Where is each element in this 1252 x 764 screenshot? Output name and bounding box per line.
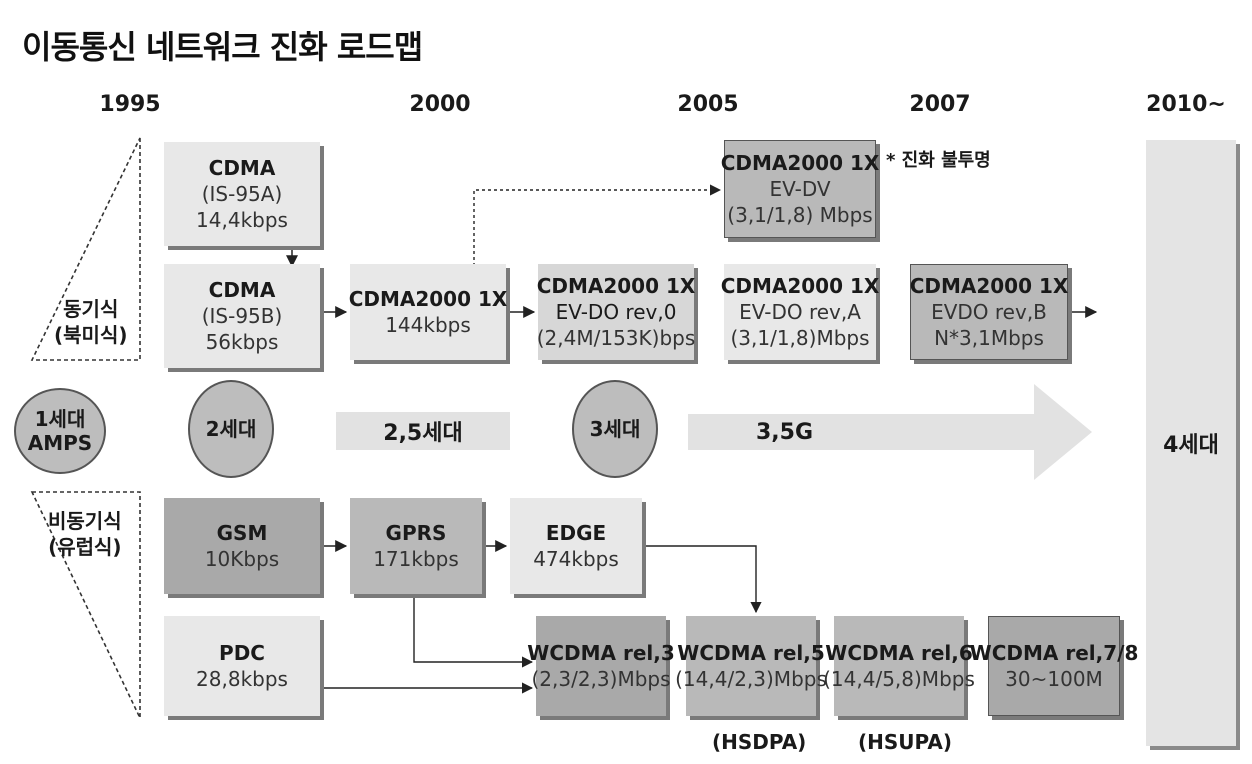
hsupa-label: (HSUPA) bbox=[858, 730, 952, 754]
year-2010: 2010~ bbox=[1146, 92, 1226, 117]
box-edge: EDGE 474kbps bbox=[510, 498, 642, 594]
box-evdo-reva: CDMA2000 1X EV-DO rev,A (3,1/1,8)Mbps bbox=[721, 264, 879, 360]
box-wcdma-rel6: WCDMA rel,6 (14,4/5,8)Mbps bbox=[823, 616, 975, 716]
hsdpa-label: (HSDPA) bbox=[712, 730, 807, 754]
box-wcdma-rel5: WCDMA rel,5 (14,4/2,3)Mbps bbox=[675, 616, 827, 716]
gen2-circle: 2세대 bbox=[188, 380, 274, 478]
box-cdma-is95b: CDMA (IS-95B) 56kbps bbox=[164, 264, 320, 368]
arrow-gprs-r3 bbox=[413, 592, 534, 668]
arrow-35g-band bbox=[688, 384, 1092, 480]
year-2007: 2007 bbox=[909, 92, 971, 117]
sync-triangle bbox=[30, 137, 141, 361]
box-wcdma-rel3: WCDMA rel,3 (2,3/2,3)Mbps bbox=[527, 616, 675, 716]
gen25-band: 2,5세대 bbox=[336, 412, 510, 450]
box-cdma2000-1x: CDMA2000 1X 144kbps bbox=[349, 264, 507, 360]
box-cdma-is95a: CDMA (IS-95A) 14,4kbps bbox=[164, 142, 320, 246]
gen4-column: 4세대 bbox=[1146, 140, 1236, 746]
box-gprs: GPRS 171kbps bbox=[350, 498, 482, 594]
arrow-1x-evdv bbox=[473, 184, 722, 266]
async-label: 비동기식 (유럽식) bbox=[48, 509, 122, 559]
sync-label: 동기식 (북미식) bbox=[54, 297, 128, 347]
async-triangle bbox=[30, 491, 141, 719]
year-1995: 1995 bbox=[99, 92, 161, 117]
box-gsm: GSM 10Kbps bbox=[164, 498, 320, 594]
page-title: 이동통신 네트워크 진화 로드맵 bbox=[22, 28, 423, 66]
evolution-uncertain-note: * 진화 불투명 bbox=[886, 150, 991, 171]
box-evdo-rev0: CDMA2000 1X EV-DO rev,0 (2,4M/153K)bps bbox=[537, 264, 695, 360]
gen35-label: 3,5G bbox=[756, 420, 814, 445]
gen3-circle: 3세대 bbox=[572, 380, 658, 478]
gen1-circle: 1세대 AMPS bbox=[14, 388, 106, 474]
year-2000: 2000 bbox=[409, 92, 471, 117]
box-evdo-revb: CDMA2000 1X EVDO rev,B N*3,1Mbps bbox=[910, 264, 1068, 360]
year-2005: 2005 bbox=[677, 92, 739, 117]
box-wcdma-rel78: WCDMA rel,7/8 30~100M bbox=[970, 616, 1138, 716]
box-pdc: PDC 28,8kbps bbox=[164, 616, 320, 716]
box-evdv: CDMA2000 1X EV-DV (3,1/1,8) Mbps bbox=[721, 140, 879, 238]
arrow-edge-r5 bbox=[642, 545, 762, 614]
